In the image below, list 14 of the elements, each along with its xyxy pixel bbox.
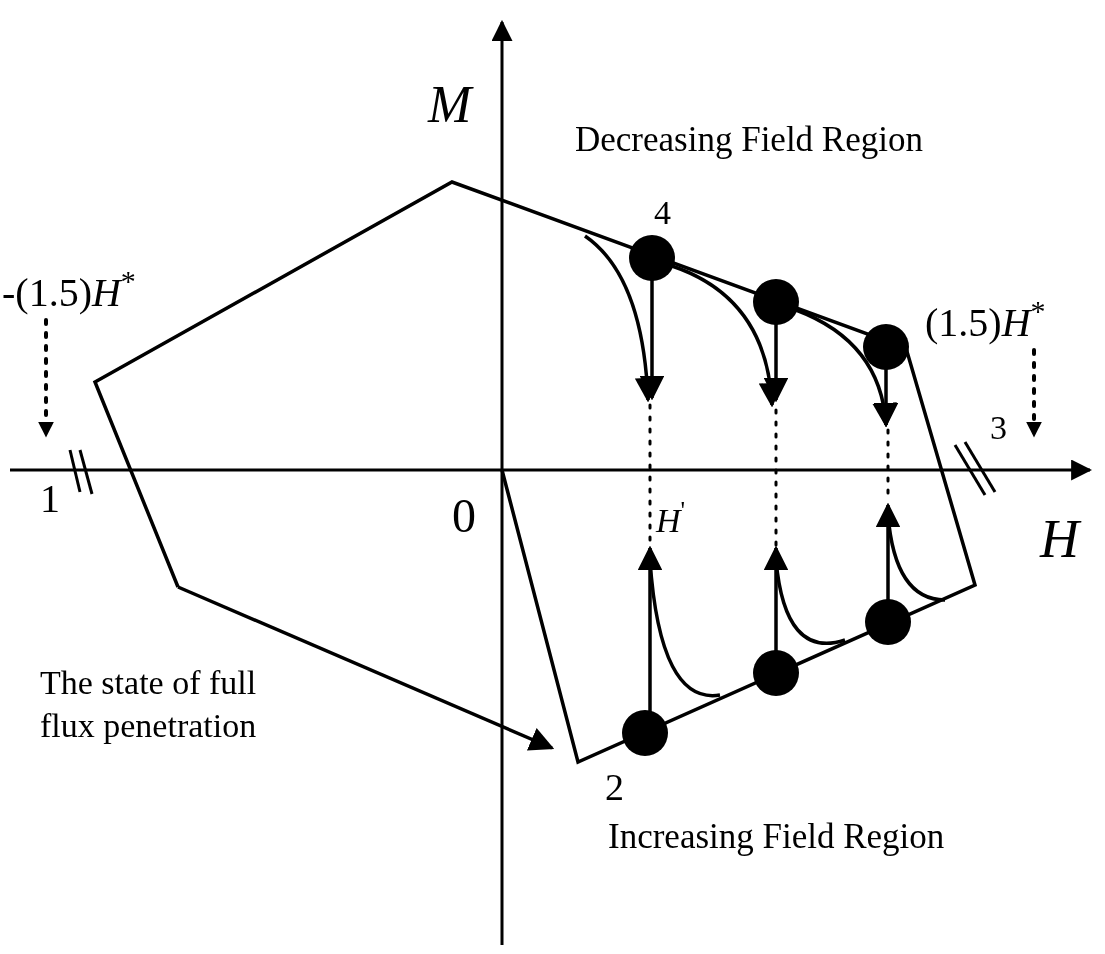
dotted-arrow: [38, 318, 54, 438]
dotted-arrow: [1026, 348, 1042, 438]
field-value-label: -(1.5)H$^{*}$: [2, 268, 136, 318]
point-number: 2: [605, 765, 624, 810]
point-number: 4: [654, 193, 671, 233]
field-label: H$^{'}$: [656, 500, 686, 541]
annotation-text: The state of full flux penetration: [40, 663, 258, 746]
point-number: 3: [990, 408, 1007, 448]
axis-label: M: [428, 75, 472, 135]
point-number: 1: [40, 475, 60, 523]
region-label: Decreasing Field Region: [575, 119, 923, 161]
origin-label: 0: [452, 488, 476, 544]
region-label: Increasing Field Region: [608, 816, 945, 858]
field-value-label: (1.5)H$^{*}$: [925, 298, 1046, 348]
